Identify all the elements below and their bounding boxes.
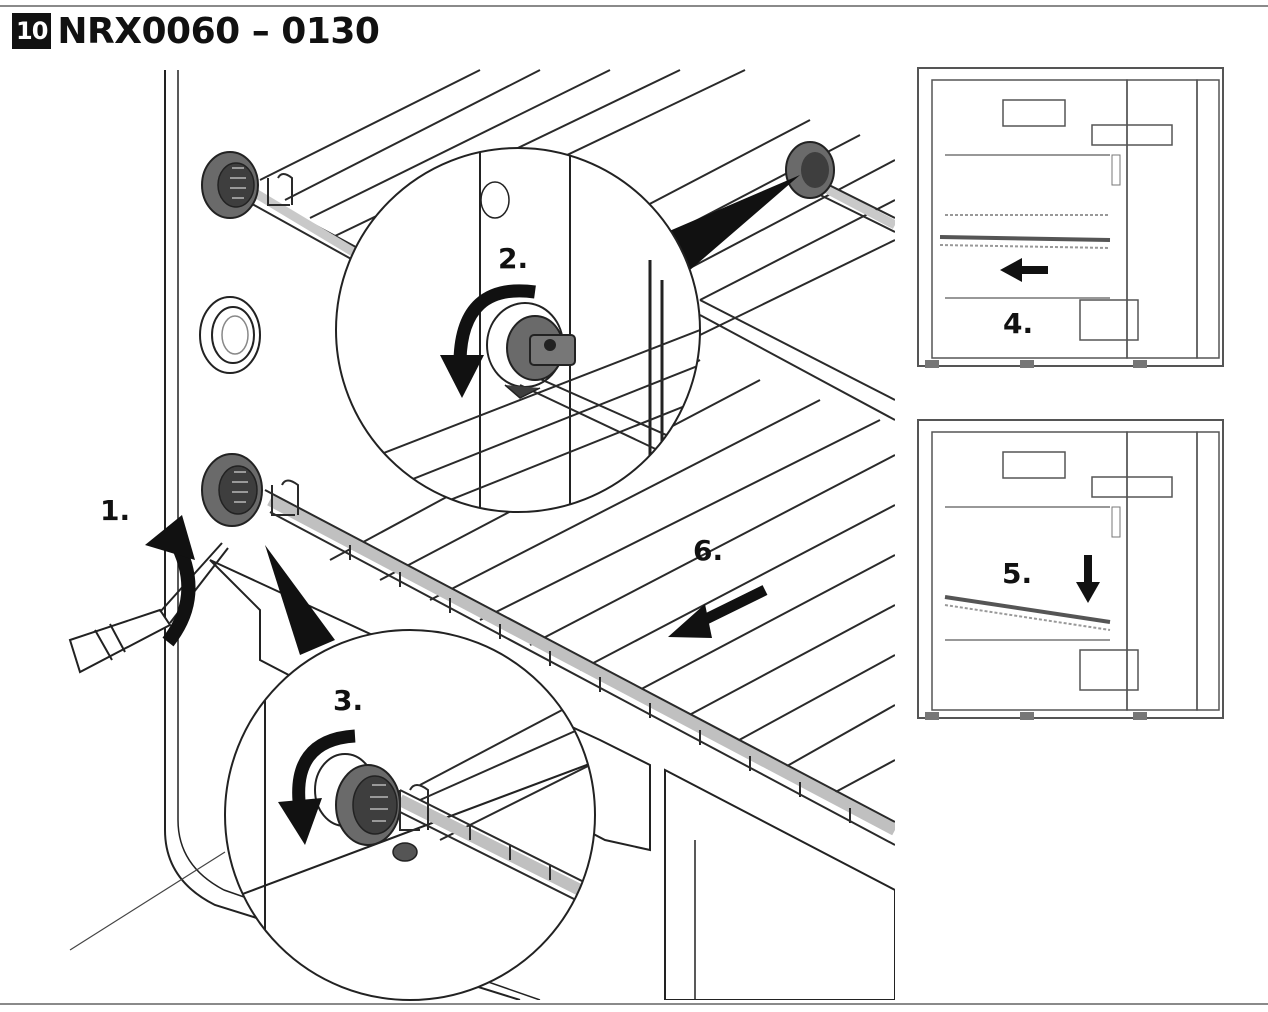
lower-left-shelf-support (201, 453, 299, 527)
bottom-rule (0, 1003, 1268, 1005)
step-label-1: 1. (100, 494, 130, 527)
rotate-arrow-2 (453, 284, 536, 361)
figure-heading: 10 NRX0060 – 0130 (12, 10, 380, 52)
model-range-title: NRX0060 – 0130 (57, 10, 380, 52)
callout-pointer-2 (660, 175, 800, 270)
inset-fridge-step-5 (917, 419, 1224, 720)
callout-circle-3 (224, 629, 596, 1001)
wall-grommet (199, 296, 261, 374)
upper-left-shelf-support (201, 151, 293, 219)
upper-right-shelf-support (785, 141, 835, 199)
cabinet-wall-inner-edge (177, 70, 541, 1000)
step-number-badge: 10 (12, 13, 52, 49)
crisper-block (664, 768, 895, 1000)
main-scene (68, 69, 895, 1000)
inset-fridge-step-4 (917, 67, 1224, 368)
top-rule (0, 5, 1268, 7)
step-label-2: 2. (498, 242, 528, 275)
callout-circle-2 (335, 147, 701, 513)
callout-detail-2 (335, 147, 701, 513)
cabinet-wall-edge (164, 70, 521, 1000)
step-label-4: 4. (1003, 307, 1033, 340)
screwdriver (68, 542, 229, 674)
callout-detail-3 (224, 629, 596, 1001)
lower-bar-pins (349, 545, 851, 823)
step-label-3: 3. (333, 684, 363, 717)
lower-shelf-wires (329, 299, 895, 796)
step-label-5: 5. (1002, 557, 1032, 590)
callout-pointer-3 (265, 545, 335, 655)
lower-shelf-rail-block (209, 559, 651, 852)
step-label-6: 6. (693, 534, 723, 567)
move-arrow-6 (697, 585, 768, 627)
rotate-arrow-3 (292, 729, 356, 811)
